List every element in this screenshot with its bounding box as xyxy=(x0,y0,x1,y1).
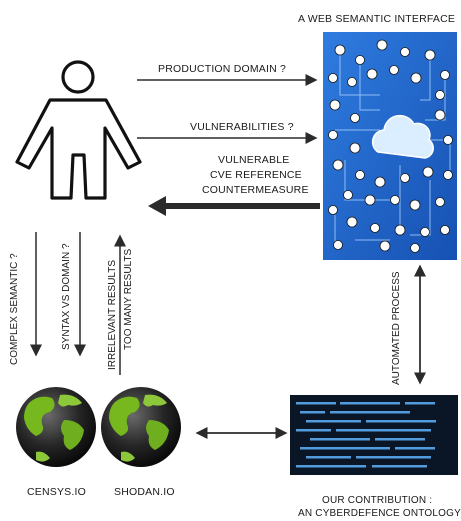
response-countermeasure-label: COUNTERMEASURE xyxy=(202,184,309,196)
response-cve-label: CVE REFERENCE xyxy=(210,169,302,181)
ontology-code-panel xyxy=(290,395,458,475)
vulnerabilities-label: VULNERABILITIES ? xyxy=(190,121,294,133)
semantic-interface-panel xyxy=(323,32,457,260)
shodan-globe xyxy=(101,387,181,467)
automated-process-label: AUTOMATED PROCESS xyxy=(391,271,402,385)
syntax-vs-domain-label: SYNTAX VS DOMAIN ? xyxy=(61,243,72,350)
censys-label: CENSYS.IO xyxy=(27,486,86,498)
too-many-results-label: TOO MANY RESULTS xyxy=(123,248,134,350)
response-vulnerable-label: VULNERABLE xyxy=(218,154,290,166)
shodan-label: SHODAN.IO xyxy=(114,486,175,498)
production-domain-label: PRODUCTION DOMAIN ? xyxy=(158,63,287,75)
arrow-response xyxy=(148,196,320,216)
irrelevant-results-label: IRRELEVANT RESULTS xyxy=(107,259,118,370)
interface-title: A WEB SEMANTIC INTERFACE xyxy=(298,13,456,25)
contribution-line2: AN CYBERDEFENCE ONTOLOGY xyxy=(298,508,461,519)
contribution-line1: OUR CONTRIBUTION : xyxy=(322,495,433,506)
censys-globe xyxy=(16,387,96,467)
complex-semantic-label: COMPLEX SEMANTIC ? xyxy=(9,253,20,365)
user-figure xyxy=(15,60,142,200)
